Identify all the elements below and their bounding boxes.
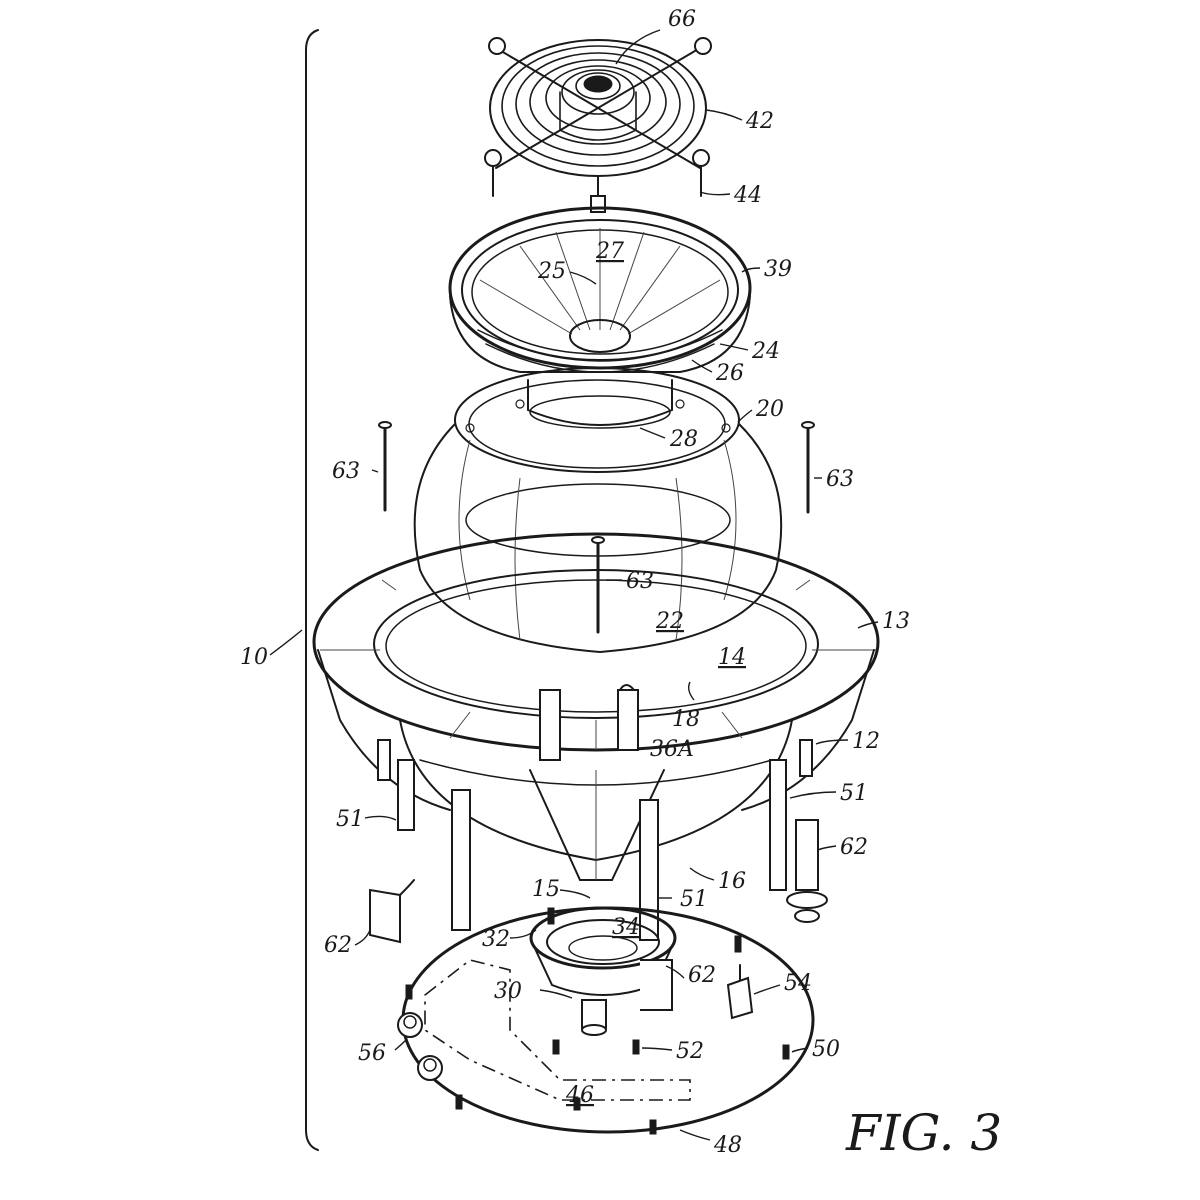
ref-62-center: 62	[688, 963, 716, 988]
ref-48: 48	[713, 1133, 742, 1158]
ref-32: 32	[482, 927, 510, 952]
ref-63-center: 63	[626, 569, 654, 594]
ref-52: 52	[676, 1039, 704, 1064]
ref-24: 24	[751, 339, 780, 364]
reference-numerals: 66 42 44 39 27 25 24 26 20 28 63 63 63 1…	[240, 7, 910, 1158]
ref-63-right: 63	[826, 467, 854, 492]
ref-44: 44	[733, 183, 762, 208]
ref-39: 39	[764, 257, 792, 282]
ref-26: 26	[715, 361, 744, 386]
ref-13: 13	[882, 609, 910, 634]
ref-51-center: 51	[680, 887, 708, 912]
figure-label: FIG. 3	[845, 1104, 1002, 1162]
ref-50: 50	[812, 1037, 840, 1062]
ref-18: 18	[672, 707, 700, 732]
ref-51-right: 51	[840, 781, 868, 806]
support-posts	[377, 739, 813, 941]
ref-28: 28	[669, 427, 698, 452]
ref-36a: 36A	[650, 737, 694, 762]
enclosure	[413, 367, 783, 654]
grille	[484, 37, 712, 213]
ref-27: 27	[595, 239, 624, 264]
leader-lines	[354, 29, 879, 1141]
ref-15: 15	[532, 877, 560, 902]
ref-42: 42	[745, 109, 774, 134]
ref-51-left: 51	[336, 807, 364, 832]
ref-56: 56	[358, 1041, 386, 1066]
housing-ring	[312, 532, 880, 881]
ref-30: 30	[494, 979, 522, 1004]
ref-62-left: 62	[324, 933, 352, 958]
brackets	[369, 819, 828, 944]
assembly-bracket	[269, 29, 319, 1151]
ref-12: 12	[852, 729, 880, 754]
ref-46: 46	[565, 1083, 594, 1108]
ref-14: 14	[718, 645, 746, 670]
ref-62-right: 62	[840, 835, 868, 860]
base-plate	[397, 906, 815, 1135]
ref-34: 34	[612, 915, 640, 940]
ref-20: 20	[755, 397, 784, 422]
ref-63-left: 63	[332, 459, 360, 484]
ref-66: 66	[668, 7, 696, 32]
ref-25: 25	[537, 259, 566, 284]
speaker-driver	[448, 206, 752, 429]
ref-16: 16	[718, 869, 746, 894]
ref-54: 54	[784, 971, 812, 996]
screws	[378, 421, 815, 634]
ref-10: 10	[240, 645, 268, 670]
ref-22: 22	[655, 609, 684, 634]
